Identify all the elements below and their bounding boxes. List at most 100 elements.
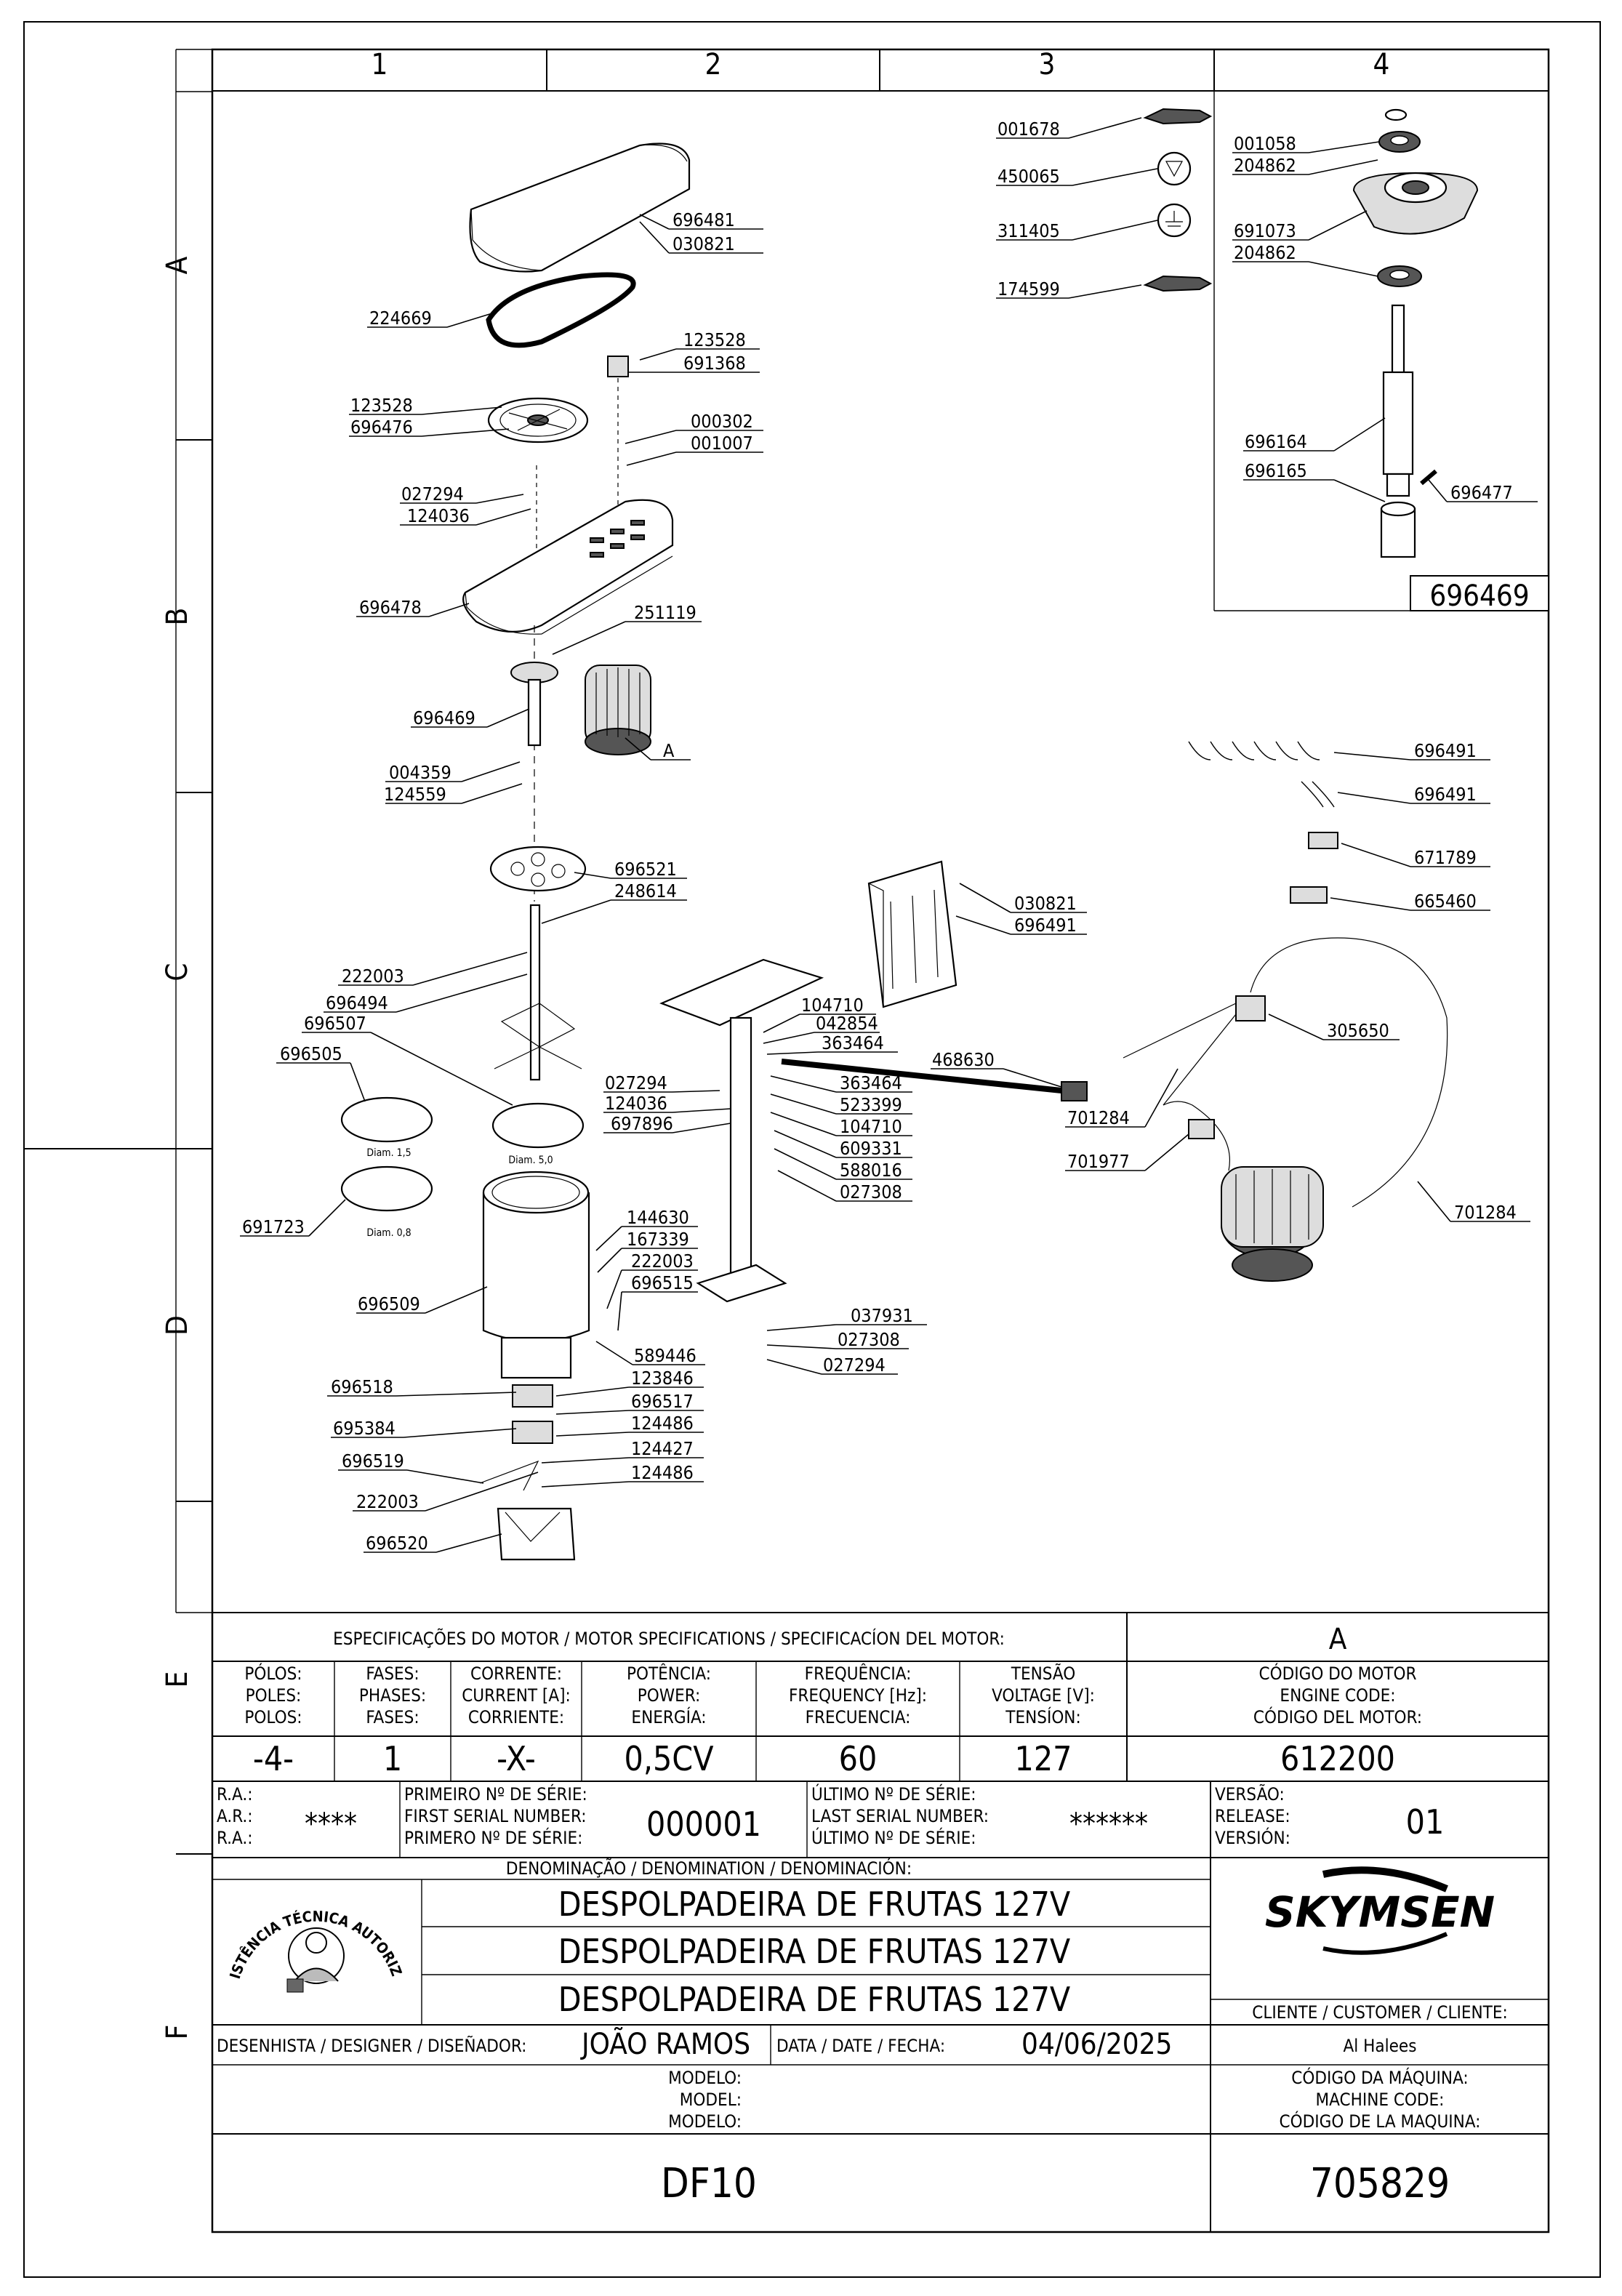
- power-label-2: POWER:: [638, 1685, 701, 1706]
- motor-spec-header: ESPECIFICAÇÕES DO MOTOR / MOTOR SPECIFIC…: [333, 1627, 1005, 1649]
- model-label-1: MODELO:: [668, 2068, 742, 2088]
- voltage-value: 127: [1015, 1739, 1072, 1778]
- model-value: DF10: [661, 2160, 757, 2207]
- machine-code-label-3: CÓDIGO DE LA MAQUINA:: [1280, 2110, 1481, 2132]
- callout-144630: 144630: [627, 1207, 689, 1228]
- callout-695384: 695384: [333, 1418, 396, 1439]
- callout-523399: 523399: [840, 1094, 902, 1115]
- callout-468630: 468630: [932, 1049, 995, 1070]
- version-value: 01: [1406, 1802, 1445, 1842]
- callout-124559: 124559: [384, 784, 446, 805]
- poles-label-2: POLES:: [246, 1685, 302, 1706]
- main-assembly-drawing: Diam. 1,5 Diam. 5,0 Diam. 0,8: [340, 143, 957, 1561]
- ra-label-1: R.A.:: [217, 1784, 252, 1805]
- version-label-1: VERSÃO:: [1215, 1783, 1285, 1805]
- callout-224669: 224669: [369, 308, 432, 329]
- current-value: -X-: [497, 1739, 536, 1778]
- grid-col-4: 4: [1373, 48, 1390, 81]
- brand-name: SKYMSEN: [1265, 1887, 1495, 1937]
- first-serial-label-1: PRIMEIRO Nº DE SÉRIE:: [404, 1783, 587, 1805]
- callout-696491-a: 696491: [1014, 915, 1077, 936]
- callout-696521: 696521: [614, 859, 677, 880]
- grid-row-E: E: [161, 1671, 194, 1688]
- leader-lines: [240, 117, 1538, 1553]
- ra-label-2: A.R.:: [217, 1806, 252, 1826]
- grid-row-B: B: [161, 608, 194, 626]
- callout-609331: 609331: [840, 1138, 902, 1159]
- callout-030821-b: 030821: [1014, 893, 1077, 914]
- designer-label: DESENHISTA / DESIGNER / DISEÑADOR:: [217, 2034, 526, 2056]
- callout-124486-b: 124486: [631, 1462, 694, 1483]
- machine-code-label-1: CÓDIGO DA MÁQUINA:: [1291, 2066, 1468, 2088]
- phases-value: 1: [383, 1739, 402, 1778]
- engine-code-label-1: CÓDIGO DO MOTOR: [1259, 1662, 1417, 1684]
- callout-222003-c: 222003: [356, 1491, 419, 1512]
- customer-block: CLIENTE / CUSTOMER / CLIENTE: Al Halees: [1252, 2002, 1507, 2056]
- engine-code-value: 612200: [1280, 1739, 1395, 1778]
- serial-table: R.A.: A.R.: R.A.: **** PRIMEIRO Nº DE SÉ…: [217, 1783, 1444, 1848]
- grid-col-1: 1: [372, 48, 388, 81]
- callout-027294-c: 027294: [823, 1354, 886, 1376]
- frequency-value: 60: [839, 1739, 878, 1778]
- model-label-3: MODELO:: [668, 2111, 742, 2132]
- current-label-1: CORRENTE:: [470, 1663, 562, 1684]
- date-label: DATA / DATE / FECHA:: [776, 2036, 945, 2056]
- callout-037931: 037931: [851, 1305, 913, 1326]
- date-value: 04/06/2025: [1021, 2028, 1172, 2061]
- machine-code-block: CÓDIGO DA MÁQUINA: MACHINE CODE: CÓDIGO …: [1280, 2066, 1481, 2207]
- voltage-label-2: VOLTAGE [V]:: [992, 1685, 1095, 1706]
- power-label-3: ENERGÍA:: [631, 1706, 706, 1727]
- engine-code-label-2: ENGINE CODE:: [1280, 1685, 1395, 1706]
- title-block: [212, 1612, 1549, 2232]
- machine-code-value: 705829: [1310, 2160, 1450, 2207]
- model-label-2: MODEL:: [680, 2090, 742, 2110]
- callout-001058: 001058: [1234, 133, 1296, 154]
- callout-589446: 589446: [634, 1345, 696, 1366]
- callout-027294-b: 027294: [605, 1072, 667, 1093]
- motor-ref: A: [1329, 1623, 1347, 1656]
- callout-696507: 696507: [304, 1013, 366, 1034]
- first-serial-label-3: PRIMERO Nº DE SÉRIE:: [404, 1827, 582, 1848]
- first-serial-label-2: FIRST SERIAL NUMBER:: [404, 1806, 586, 1826]
- wiring-drawing: [781, 741, 1448, 1282]
- callout-696477: 696477: [1450, 482, 1513, 503]
- callout-696517: 696517: [631, 1391, 694, 1412]
- sieve-label-diam50: Diam. 5,0: [508, 1155, 553, 1166]
- inset-shaft-assembly: 696469: [1213, 91, 1549, 613]
- callout-001007: 001007: [691, 433, 753, 454]
- callout-691723: 691723: [242, 1216, 305, 1237]
- callout-001678: 001678: [997, 119, 1060, 140]
- machine-code-label-2: MACHINE CODE:: [1316, 2090, 1445, 2110]
- callout-123528-b: 123528: [350, 395, 413, 416]
- denomination-line-1: DESPOLPADEIRA DE FRUTAS 127V: [558, 1884, 1070, 1924]
- callout-671789: 671789: [1414, 847, 1477, 868]
- callout-665460: 665460: [1414, 891, 1477, 912]
- callout-696491-b: 696491: [1414, 740, 1477, 761]
- part-callouts: 001678 450065 311405 174599 001058 20486…: [242, 119, 1517, 1554]
- label-symbols: [1143, 108, 1213, 292]
- callout-588016: 588016: [840, 1160, 902, 1181]
- callout-042854: 042854: [816, 1013, 878, 1034]
- callout-691073: 691073: [1234, 220, 1296, 241]
- callout-696481: 696481: [673, 209, 735, 230]
- callout-167339: 167339: [627, 1229, 689, 1250]
- seal-text: ASSISTÊNCIA TÉCNICA AUTORIZADA: [0, 0, 406, 1981]
- model-block: MODELO: MODEL: MODELO: DF10: [661, 2068, 757, 2207]
- first-serial-value: 000001: [646, 1805, 761, 1844]
- callout-204862-b: 204862: [1234, 242, 1296, 263]
- last-serial-label-3: ÚLTIMO Nº DE SÉRIE:: [811, 1826, 976, 1848]
- callout-027308-b: 027308: [838, 1329, 900, 1350]
- callout-696519: 696519: [342, 1450, 404, 1472]
- callout-696494: 696494: [326, 992, 388, 1013]
- phases-label-1: FASES:: [366, 1663, 419, 1684]
- callout-030821-a: 030821: [673, 233, 735, 254]
- callout-311405: 311405: [997, 220, 1060, 241]
- grid-row-A: A: [161, 256, 194, 274]
- sieve-label-diam08: Diam. 0,8: [366, 1227, 411, 1239]
- callout-248614: 248614: [614, 880, 677, 902]
- current-label-2: CURRENT [A]:: [462, 1685, 571, 1706]
- callout-363464-a: 363464: [822, 1032, 884, 1053]
- version-label-3: VERSIÓN:: [1215, 1826, 1290, 1848]
- callout-251119: 251119: [634, 602, 696, 623]
